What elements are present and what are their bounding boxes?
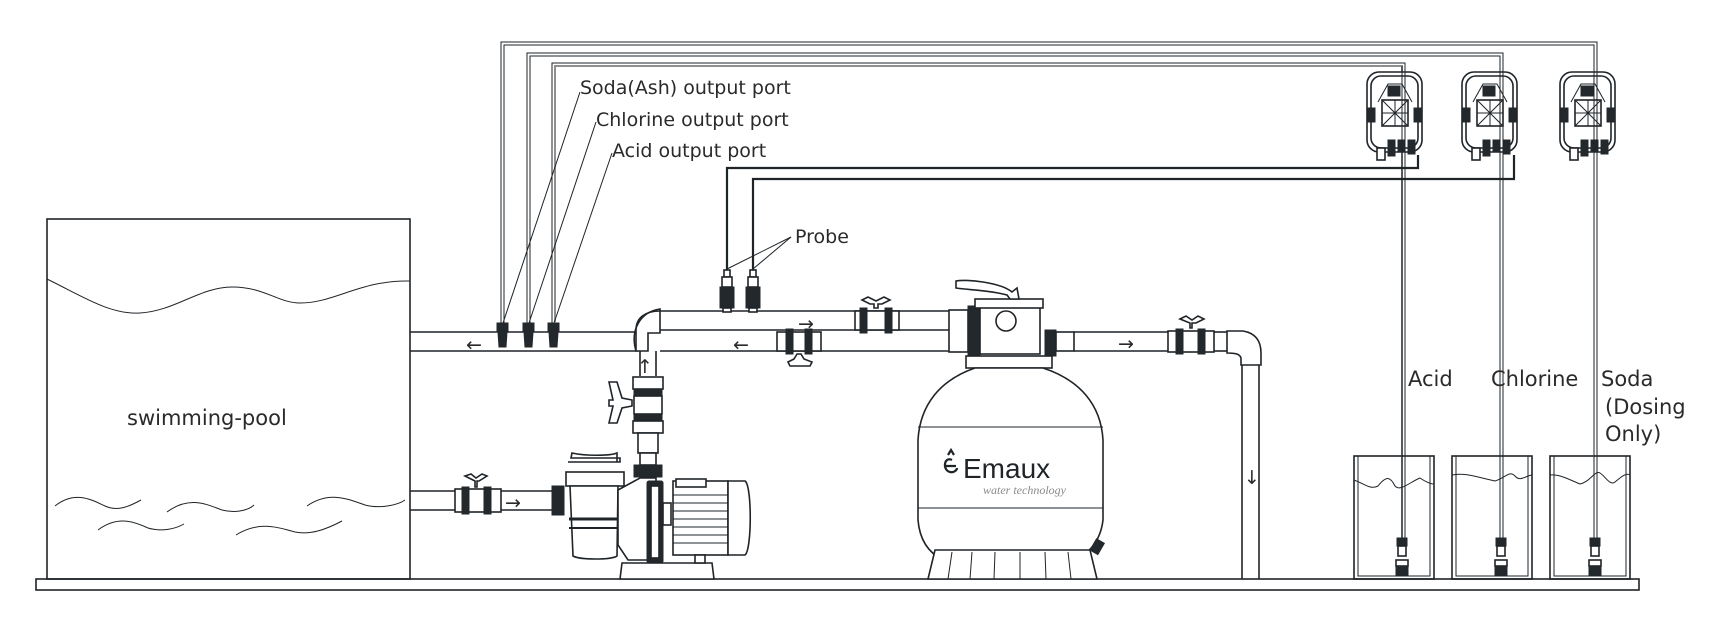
upper-pipe-valve[interactable] [854,296,900,334]
swimming-pool: swimming-pool [46,218,411,580]
tank-acid: Acid [1353,367,1453,580]
injection-fittings [496,322,560,348]
tank-soda-label-line2: (Dosing [1605,395,1686,419]
probe-1 [719,269,735,313]
injector-acid [547,322,560,348]
tank-chlorine: Chlorine [1451,367,1578,580]
riser-pipe: ↑ [607,351,664,478]
pool-water-surface [46,278,411,314]
filter-brand: Emaux [963,453,1050,484]
dosing-pump-acid[interactable] [1366,71,1423,161]
injector-soda [496,322,509,348]
pool-wave [235,520,343,536]
base-plate [35,578,1640,591]
filter-outlet-pipe: → ↓ [1074,315,1262,579]
return-pipe: ← ← → [410,308,968,356]
sand-filter: Emaux water technology [917,279,1106,580]
flow-arrow-drain: ↓ [1244,467,1260,489]
foot-valve-acid [1395,537,1409,577]
suction-pipe: → [410,473,563,515]
pool-wave [306,496,406,508]
pool-label: swimming-pool [127,406,287,430]
foot-valve-chlorine [1494,537,1508,577]
flow-arrow-riser: ↑ [637,356,653,378]
tank-soda: Soda (Dosing Only) [1549,367,1686,580]
acid-output-port-label: Acid output port [612,140,766,162]
probe-2 [745,269,761,313]
pool-wall [46,218,411,580]
outlet-valve[interactable] [1167,315,1215,355]
pool-wave [54,496,142,509]
soda-output-port-label: Soda(Ash) output port [580,77,791,99]
chlorine-output-port-label: Chlorine output port [596,109,789,131]
dosing-pump-chlorine[interactable] [1461,71,1518,161]
dosing-tube-verticals [1401,42,1598,548]
dosing-pump-soda[interactable] [1559,71,1616,161]
tank-soda-label-line1: Soda [1601,367,1653,391]
flow-arrow-return: ← [466,334,482,356]
circulation-pump [551,451,752,580]
riser-valve-handle[interactable] [607,381,633,424]
pool-wave [97,520,185,531]
suction-valve[interactable] [454,473,502,515]
lower-pipe-valve[interactable] [776,328,822,367]
foot-valve-soda [1588,537,1602,577]
filter-tagline: water technology [983,483,1067,497]
pool-wave [166,502,255,513]
tank-soda-label-line3: Only) [1605,422,1661,446]
emaux-logo-icon [943,447,959,474]
multiport-valve-handle[interactable] [955,279,1020,300]
tank-acid-label: Acid [1408,367,1453,391]
flow-arrow-filter-out: → [1118,333,1134,355]
injector-chlorine [522,322,535,348]
probe-label: Probe [795,226,849,248]
port-labels: Soda(Ash) output port Chlorine output po… [502,77,791,324]
probes: Probe [719,155,1516,313]
flow-arrow-suction: → [505,492,521,514]
flow-arrow-lower: ← [733,334,749,356]
tank-chlorine-label: Chlorine [1491,367,1578,391]
